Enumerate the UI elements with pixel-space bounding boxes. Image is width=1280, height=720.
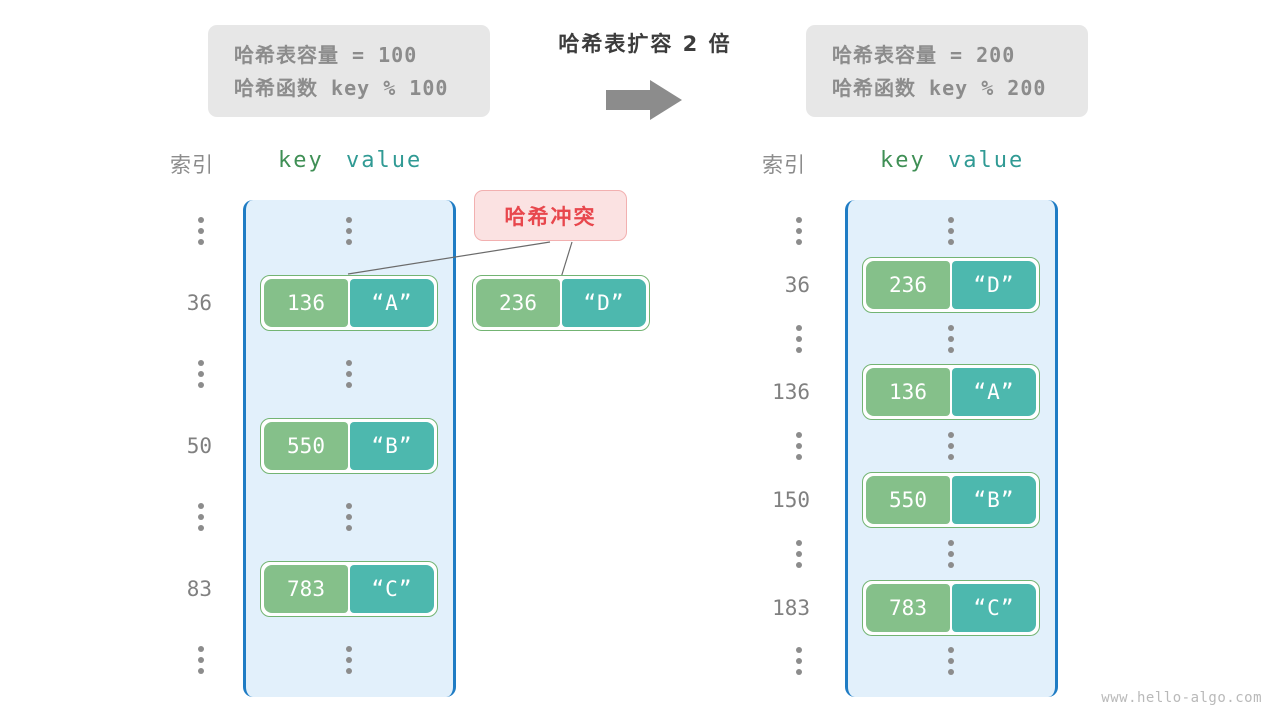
resize-title: 哈希表扩容 2 倍 [558,32,732,56]
hash-collision-callout: 哈希冲突 [474,190,627,241]
index-label: 136 [772,380,810,405]
index-ellipsis [796,217,802,245]
entry-value: “B” [350,421,434,470]
index-label: 183 [772,595,810,620]
index-ellipsis [796,324,802,353]
index-ellipsis [198,646,204,674]
entry-key: 783 [264,564,348,613]
index-ellipsis [796,432,802,461]
right-value-header: value [948,148,1025,173]
left-capacity-text: 哈希表容量 = 100 [234,43,418,67]
entry-value: “C” [350,564,434,613]
slot-ellipsis [346,646,352,674]
index-ellipsis [198,360,204,388]
collision-entry-key: 236 [476,279,560,327]
right-capacity-text: 哈希表容量 = 200 [832,43,1016,67]
slot-ellipsis [948,324,954,353]
hash-collision-label: 哈希冲突 [504,204,597,229]
left-value-header: value [346,148,423,173]
slot-ellipsis [948,432,954,461]
index-ellipsis [796,647,802,676]
slot-ellipsis [948,647,954,676]
right-key-header: key [880,148,926,173]
hashtable-entry[interactable]: 236“D” [862,256,1040,313]
index-ellipsis [198,217,204,245]
arrow-right-icon [606,80,682,124]
right-hash-function-text: 哈希函数 key % 200 [832,76,1047,100]
left-key-header: key [278,148,324,173]
hashtable-entry[interactable]: 136“A” [260,274,438,331]
entry-key: 236 [866,260,950,309]
watermark: www.hello-algo.com [1101,690,1262,706]
hashtable-entry[interactable]: 783“C” [260,560,438,617]
hashtable-entry[interactable]: 550“B” [260,417,438,474]
left-index-header: 索引 [170,153,214,177]
entry-key: 136 [866,368,950,417]
entry-key: 550 [264,421,348,470]
index-label: 36 [186,290,212,315]
entry-key: 783 [866,583,950,632]
hashtable-entry[interactable]: 136“A” [862,364,1040,421]
index-label: 83 [186,576,212,601]
index-label: 150 [772,488,810,512]
right-index-header: 索引 [762,153,806,177]
entry-key: 136 [264,278,348,327]
index-label: 50 [186,433,212,458]
slot-ellipsis [346,217,352,245]
left-hash-function-text: 哈希函数 key % 100 [234,76,449,100]
right-hashtable-info-box: 哈希表容量 = 200 哈希函数 key % 200 [806,25,1088,117]
entry-key: 550 [866,476,950,524]
collision-entry[interactable]: 236 “D” [472,275,650,331]
entry-value: “C” [952,583,1036,632]
entry-value: “B” [952,476,1036,524]
index-ellipsis [796,539,802,568]
slot-ellipsis [948,539,954,568]
entry-value: “A” [350,278,434,327]
entry-value: “A” [952,368,1036,417]
hashtable-entry[interactable]: 783“C” [862,579,1040,636]
hashtable-entry[interactable]: 550“B” [862,472,1040,528]
slot-ellipsis [948,217,954,245]
slot-ellipsis [346,503,352,531]
index-label: 36 [784,272,810,297]
left-hashtable-info-box: 哈希表容量 = 100 哈希函数 key % 100 [208,25,490,117]
entry-value: “D” [952,260,1036,309]
collision-entry-value: “D” [562,279,646,327]
slot-ellipsis [346,360,352,388]
index-ellipsis [198,503,204,531]
